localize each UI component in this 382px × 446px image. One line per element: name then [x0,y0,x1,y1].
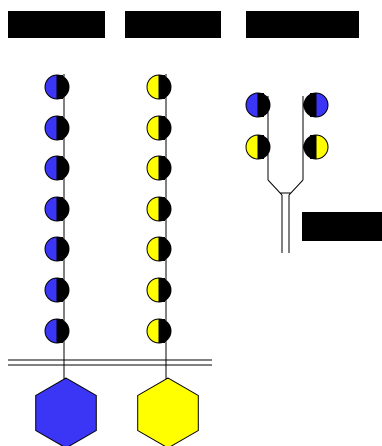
middle-chain-bead-1 [146,74,172,100]
left-chain-bead-2 [44,115,70,141]
left-chain-bead-1-left-half [44,74,58,100]
right-branch-right-diagonal [288,179,304,196]
right-branch-left-diagonal [267,179,283,196]
right-branch-left-bead-2-cap [258,135,264,159]
middle-chain-bead-2-cap [159,116,165,140]
middle-chain-bead-4-left-half [146,196,160,222]
left-chain-bead-7-cap [57,319,63,343]
left-chain-bead-5 [44,236,70,262]
left-chain-bead-5-left-half [44,236,58,262]
left-chain-bead-4-left-half [44,196,58,222]
right-branch-left-bead-1-cap [258,93,264,117]
left-chain-bead-4 [44,196,70,222]
right-branch-right-bead-1-right-half [315,92,329,118]
left-chain-bead-6-left-half [44,277,58,303]
right-branch-left-bead-2-left-half [245,134,259,160]
middle-chain-bead-6 [146,277,172,303]
left-chain-bead-2-cap [57,116,63,140]
side-label [302,212,382,241]
left-chain-bead-6 [44,277,70,303]
right-branch-right-bead-2 [303,134,329,160]
middle-chain-bead-2 [146,115,172,141]
middle-chain-bead-6-cap [159,278,165,302]
right-branch-right-bead-2-right-half [315,134,329,160]
left-chain-bead-3-left-half [44,155,58,181]
left-chain-bead-1 [44,74,70,100]
middle-chain-bead-4-cap [159,197,165,221]
header-label-left [8,11,105,38]
middle-chain-bead-1-cap [159,75,165,99]
middle-chain-bead-7-cap [159,319,165,343]
left-chain-bead-3-cap [57,156,63,180]
left-chain-bead-7 [44,318,70,344]
middle-chain-bead-3-cap [159,156,165,180]
middle-chain-bead-7 [146,318,172,344]
middle-hexagon [137,377,199,446]
middle-chain-bead-1-left-half [146,74,160,100]
right-branch-left-bead-1 [245,92,271,118]
right-branch-left-bead-2 [245,134,271,160]
right-branch-right-bead-2-cap [310,135,316,159]
middle-chain-bead-3 [146,155,172,181]
left-chain-bead-5-cap [57,237,63,261]
right-branch-left-bead-1-left-half [245,92,259,118]
left-chain-bead-2-left-half [44,115,58,141]
left-chain-bead-4-cap [57,197,63,221]
middle-chain-bead-7-left-half [146,318,160,344]
left-chain-bead-7-left-half [44,318,58,344]
middle-chain-bead-5-cap [159,237,165,261]
right-branch-right-bead-1-cap [310,93,316,117]
middle-chain-bead-2-left-half [146,115,160,141]
middle-chain-bead-5-left-half [146,236,160,262]
header-label-middle [125,11,221,38]
left-chain-bead-3 [44,155,70,181]
left-chain-bead-6-cap [57,278,63,302]
middle-chain-bead-6-left-half [146,277,160,303]
middle-chain-bead-3-left-half [146,155,160,181]
right-branch-right-bead-1 [303,92,329,118]
left-chain-bead-1-cap [57,75,63,99]
middle-chain-bead-4 [146,196,172,222]
header-label-right [246,11,359,38]
left-hexagon [35,377,97,446]
middle-chain-bead-5 [146,236,172,262]
